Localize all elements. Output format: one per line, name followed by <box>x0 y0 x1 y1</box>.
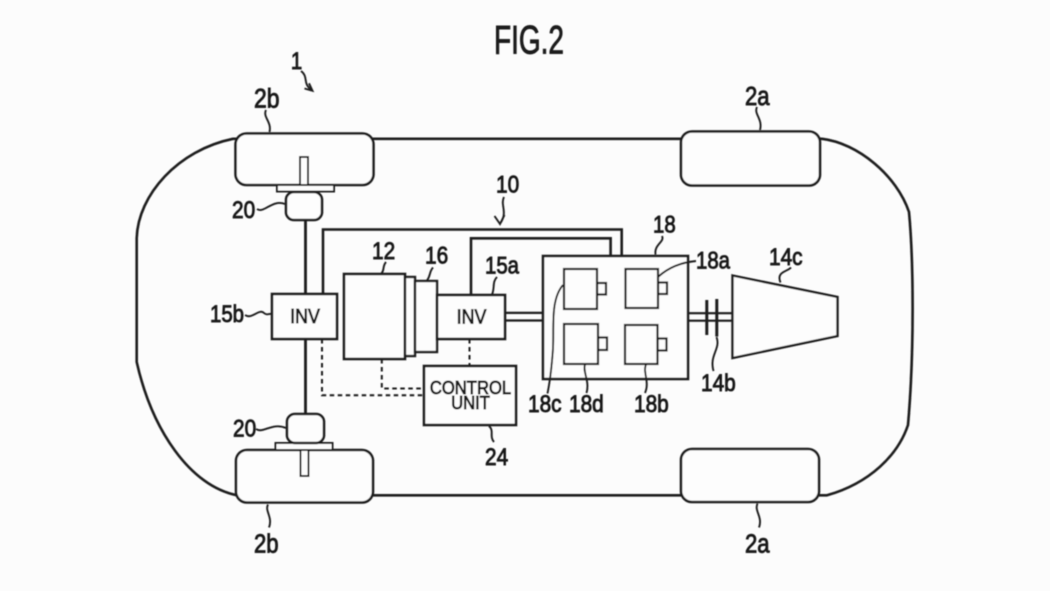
svg-text:18: 18 <box>653 211 676 238</box>
svg-text:INV: INV <box>457 306 487 328</box>
svg-text:FIG.2: FIG.2 <box>494 19 564 63</box>
svg-text:20: 20 <box>233 414 256 442</box>
svg-text:24: 24 <box>485 442 508 470</box>
svg-text:18b: 18b <box>634 389 669 417</box>
svg-text:20: 20 <box>232 195 255 223</box>
svg-text:15b: 15b <box>210 300 244 327</box>
svg-text:2a: 2a <box>745 530 770 559</box>
svg-text:2a: 2a <box>745 82 770 111</box>
svg-text:14b: 14b <box>701 368 736 396</box>
svg-text:10: 10 <box>496 170 519 198</box>
svg-text:16: 16 <box>425 241 448 269</box>
svg-text:1: 1 <box>291 47 302 74</box>
svg-text:INV: INV <box>290 306 320 328</box>
svg-text:18a: 18a <box>696 247 731 274</box>
svg-text:2b: 2b <box>254 530 279 559</box>
svg-text:15a: 15a <box>485 252 520 279</box>
svg-text:2b: 2b <box>254 84 280 114</box>
svg-text:18d: 18d <box>569 389 604 417</box>
svg-text:14c: 14c <box>769 242 803 270</box>
svg-text:UNIT: UNIT <box>451 392 490 413</box>
svg-text:CONTROL: CONTROL <box>430 377 512 398</box>
svg-text:18c: 18c <box>528 389 562 417</box>
svg-text:12: 12 <box>372 236 395 264</box>
